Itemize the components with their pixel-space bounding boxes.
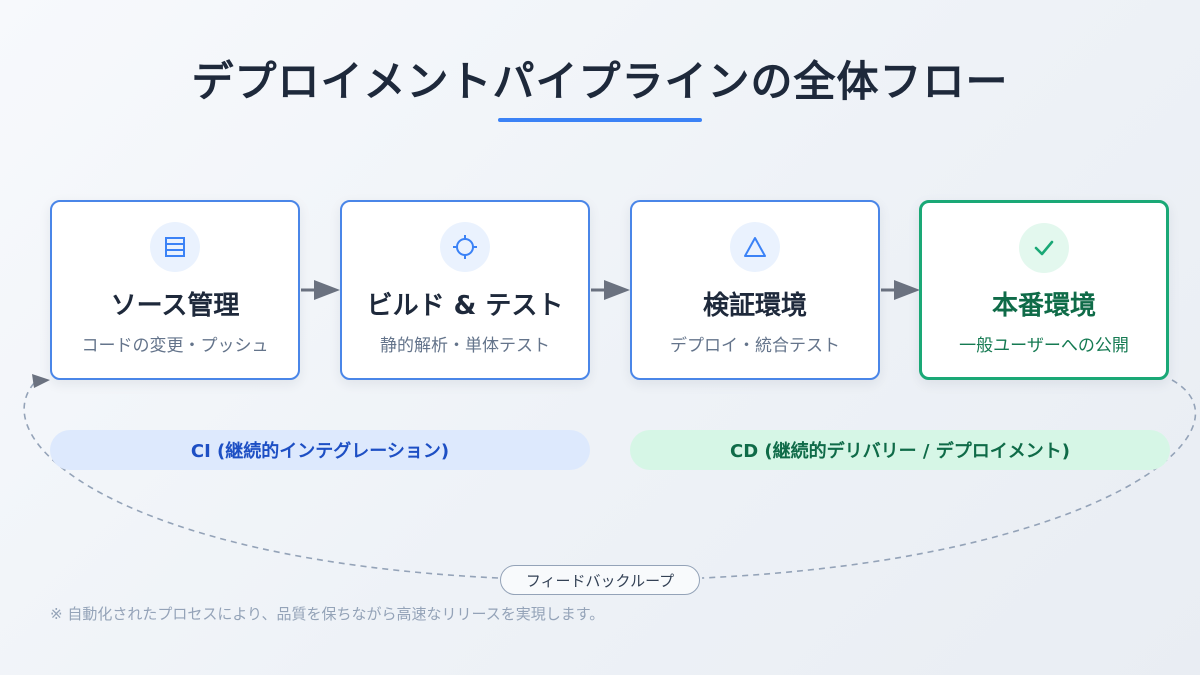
arrow-staging-to-production-head — [894, 280, 920, 300]
stage-card-build-test[interactable]: ビルド & テスト 静的解析・単体テスト — [340, 200, 590, 380]
stage-title: ビルド & テスト — [366, 291, 564, 321]
crosshair-icon — [453, 235, 477, 259]
triangle-icon — [744, 237, 766, 257]
feedback-loop-label: フィードバックループ — [500, 565, 700, 595]
stage-icon-badge — [440, 222, 490, 272]
stage-subtitle: 一般ユーザーへの公開 — [959, 336, 1129, 356]
stage-icon-badge — [1019, 223, 1069, 273]
feedback-loop-curve — [701, 379, 1197, 579]
stage-card-staging[interactable]: 検証環境 デプロイ・統合テスト — [630, 200, 880, 380]
stage-title: ソース管理 — [110, 291, 240, 321]
stage-title: 検証環境 — [702, 291, 807, 321]
footnote: ※ 自動化されたプロセスにより、品質を保ちながら高速なリリースを実現します。 — [50, 605, 605, 623]
stage-card-source[interactable]: ソース管理 コードの変更・プッシュ — [50, 200, 300, 380]
arrow-build-to-staging-head — [604, 280, 630, 300]
ci-phase-label: CI (継続的インテグレーション) — [50, 430, 590, 470]
stage-subtitle: コードの変更・プッシュ — [81, 336, 269, 356]
stage-subtitle: デプロイ・統合テスト — [670, 336, 840, 356]
cd-phase-label: CD (継続的デリバリー / デプロイメント) — [630, 430, 1170, 470]
feedback-arrow-head — [32, 374, 50, 388]
arrow-source-to-build-head — [314, 280, 340, 300]
list-icon — [165, 237, 185, 257]
page-title: デプロイメントパイプラインの全体フロー — [191, 57, 1009, 106]
stage-card-production[interactable]: 本番環境 一般ユーザーへの公開 — [919, 200, 1169, 380]
check-icon — [1034, 240, 1054, 256]
title-underline — [498, 118, 702, 122]
stage-subtitle: 静的解析・単体テスト — [380, 336, 550, 356]
feedback-loop-curve-left — [23, 380, 499, 579]
stage-icon-badge — [150, 222, 200, 272]
stage-title: 本番環境 — [991, 291, 1096, 321]
stage-icon-badge — [730, 222, 780, 272]
